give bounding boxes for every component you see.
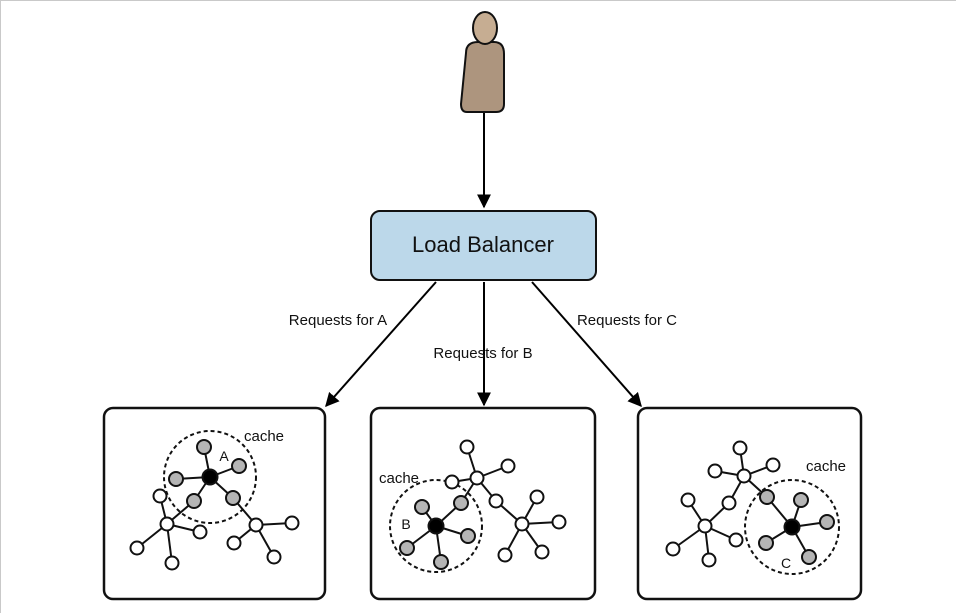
node: [164, 555, 180, 571]
server-box-a: cache A: [102, 406, 327, 601]
cache-label-c: cache: [806, 458, 846, 475]
edge-label-a: Requests for A: [289, 312, 387, 329]
node: [697, 518, 713, 534]
load-balancer-label: Load Balancer: [412, 232, 554, 257]
request-arrow-c: [531, 281, 642, 408]
edge-label-c: Requests for C: [577, 312, 677, 329]
node: [152, 488, 168, 504]
node: [459, 439, 475, 455]
node: [414, 499, 430, 515]
node: [721, 495, 737, 511]
node: [248, 517, 264, 533]
cache-label-b: cache: [379, 470, 419, 487]
node: [759, 489, 775, 505]
node: [497, 547, 513, 563]
edge-label-b: Requests for B: [433, 345, 532, 362]
node: [680, 492, 696, 508]
node: [225, 490, 241, 506]
node: [266, 549, 282, 565]
node: [665, 541, 681, 557]
node: [736, 468, 752, 484]
node: [444, 474, 460, 490]
cache-boundary-b: [389, 479, 483, 573]
cache-boundary-a: [163, 430, 257, 524]
node: [707, 463, 723, 479]
node: [460, 528, 476, 544]
node: [231, 458, 247, 474]
node: [732, 440, 748, 456]
node: [226, 535, 242, 551]
load-balancer-box: Load Balancer: [370, 210, 597, 281]
node: [793, 492, 809, 508]
focus-label-a: A: [219, 448, 229, 464]
node: [529, 489, 545, 505]
cache-boundary-c: [744, 479, 840, 575]
node: [453, 495, 469, 511]
server-box-b: cache B: [369, 406, 597, 601]
node: [196, 439, 212, 455]
node: [819, 514, 835, 530]
focus-node-b: [427, 517, 445, 535]
node: [514, 516, 530, 532]
focus-node-c: [783, 518, 801, 536]
node: [192, 524, 208, 540]
node: [433, 554, 449, 570]
node: [534, 544, 550, 560]
node: [488, 493, 504, 509]
node: [159, 516, 175, 532]
node: [500, 458, 516, 474]
node: [469, 470, 485, 486]
node: [551, 514, 567, 530]
focus-label-c: C: [781, 555, 791, 571]
request-arrow-a: [325, 281, 437, 408]
focus-node-a: [201, 468, 219, 486]
node: [701, 552, 717, 568]
node: [758, 535, 774, 551]
node: [168, 471, 184, 487]
node: [399, 540, 415, 556]
user-icon: [459, 11, 505, 113]
node: [801, 549, 817, 565]
server-box-c: cache C: [636, 406, 863, 601]
node: [284, 515, 300, 531]
node: [728, 532, 744, 548]
cache-label-a: cache: [244, 428, 284, 445]
node: [765, 457, 781, 473]
node: [186, 493, 202, 509]
node: [129, 540, 145, 556]
focus-label-b: B: [401, 516, 410, 532]
